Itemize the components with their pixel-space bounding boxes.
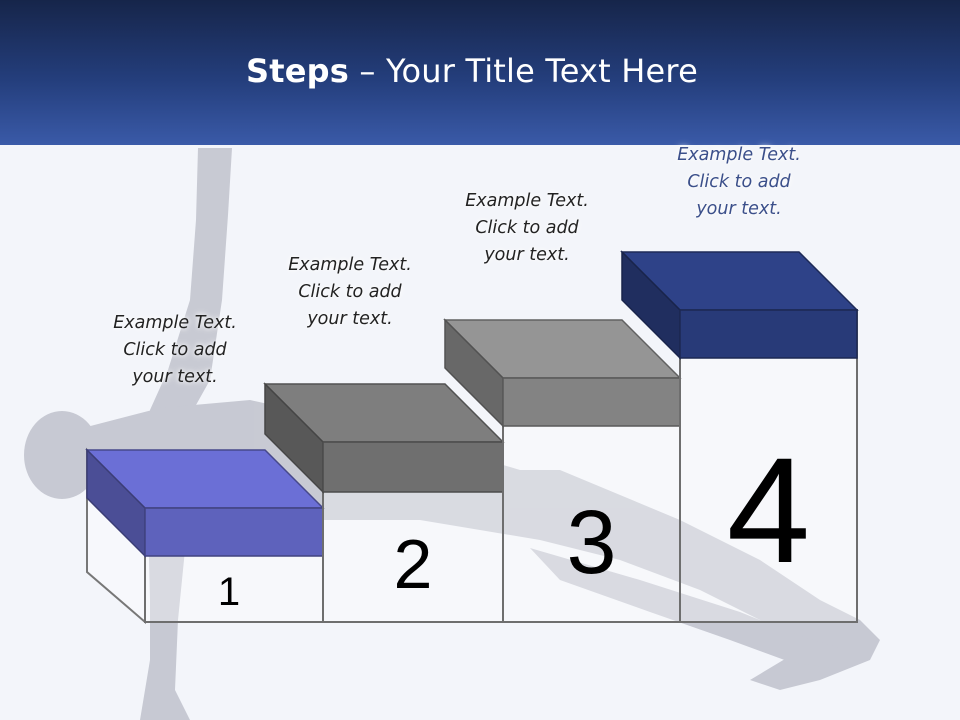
title-rest: – Your Title Text Here bbox=[349, 52, 698, 90]
step-3-block-front bbox=[502, 377, 681, 427]
step-1-label-line: Click to add bbox=[123, 340, 227, 360]
step-3-label-line: Click to add bbox=[475, 218, 579, 238]
step-3-number: 3 bbox=[566, 493, 616, 593]
title-bold: Steps bbox=[246, 52, 350, 90]
step-4-block-front bbox=[679, 309, 858, 359]
step-1-number: 1 bbox=[218, 570, 240, 614]
step-1-label-line: Example Text. bbox=[113, 313, 237, 333]
step-3[interactable]: 3 bbox=[443, 318, 682, 623]
step-2-label-line: Example Text. bbox=[288, 255, 412, 275]
slide-title[interactable]: Steps – Your Title Text Here bbox=[0, 52, 944, 90]
step-3-label-line: Example Text. bbox=[465, 191, 589, 211]
step-3-label-line: your text. bbox=[484, 245, 570, 265]
step-4-number: 4 bbox=[727, 426, 810, 594]
step-4-column bbox=[679, 309, 858, 623]
step-4-label[interactable]: Example Text. Click to add your text. bbox=[644, 142, 834, 223]
step-4-label-line: Example Text. bbox=[677, 145, 801, 165]
step-1-block-front bbox=[144, 507, 324, 557]
step-4[interactable]: 4 bbox=[620, 250, 859, 623]
title-bar bbox=[0, 0, 960, 145]
step-2[interactable]: 2 bbox=[263, 382, 505, 623]
step-1-label[interactable]: Example Text. Click to add your text. bbox=[80, 310, 270, 391]
step-2-block-front bbox=[322, 441, 504, 493]
step-2-label-line: Click to add bbox=[298, 282, 402, 302]
step-2-label[interactable]: Example Text. Click to add your text. bbox=[255, 252, 445, 333]
step-4-label-line: Click to add bbox=[687, 172, 791, 192]
step-2-label-line: your text. bbox=[307, 309, 393, 329]
step-1-label-line: your text. bbox=[132, 367, 218, 387]
step-2-number: 2 bbox=[394, 525, 433, 603]
step-3-label[interactable]: Example Text. Click to add your text. bbox=[432, 188, 622, 269]
step-4-label-line: your text. bbox=[696, 199, 782, 219]
step-1[interactable]: 1 bbox=[85, 448, 325, 623]
